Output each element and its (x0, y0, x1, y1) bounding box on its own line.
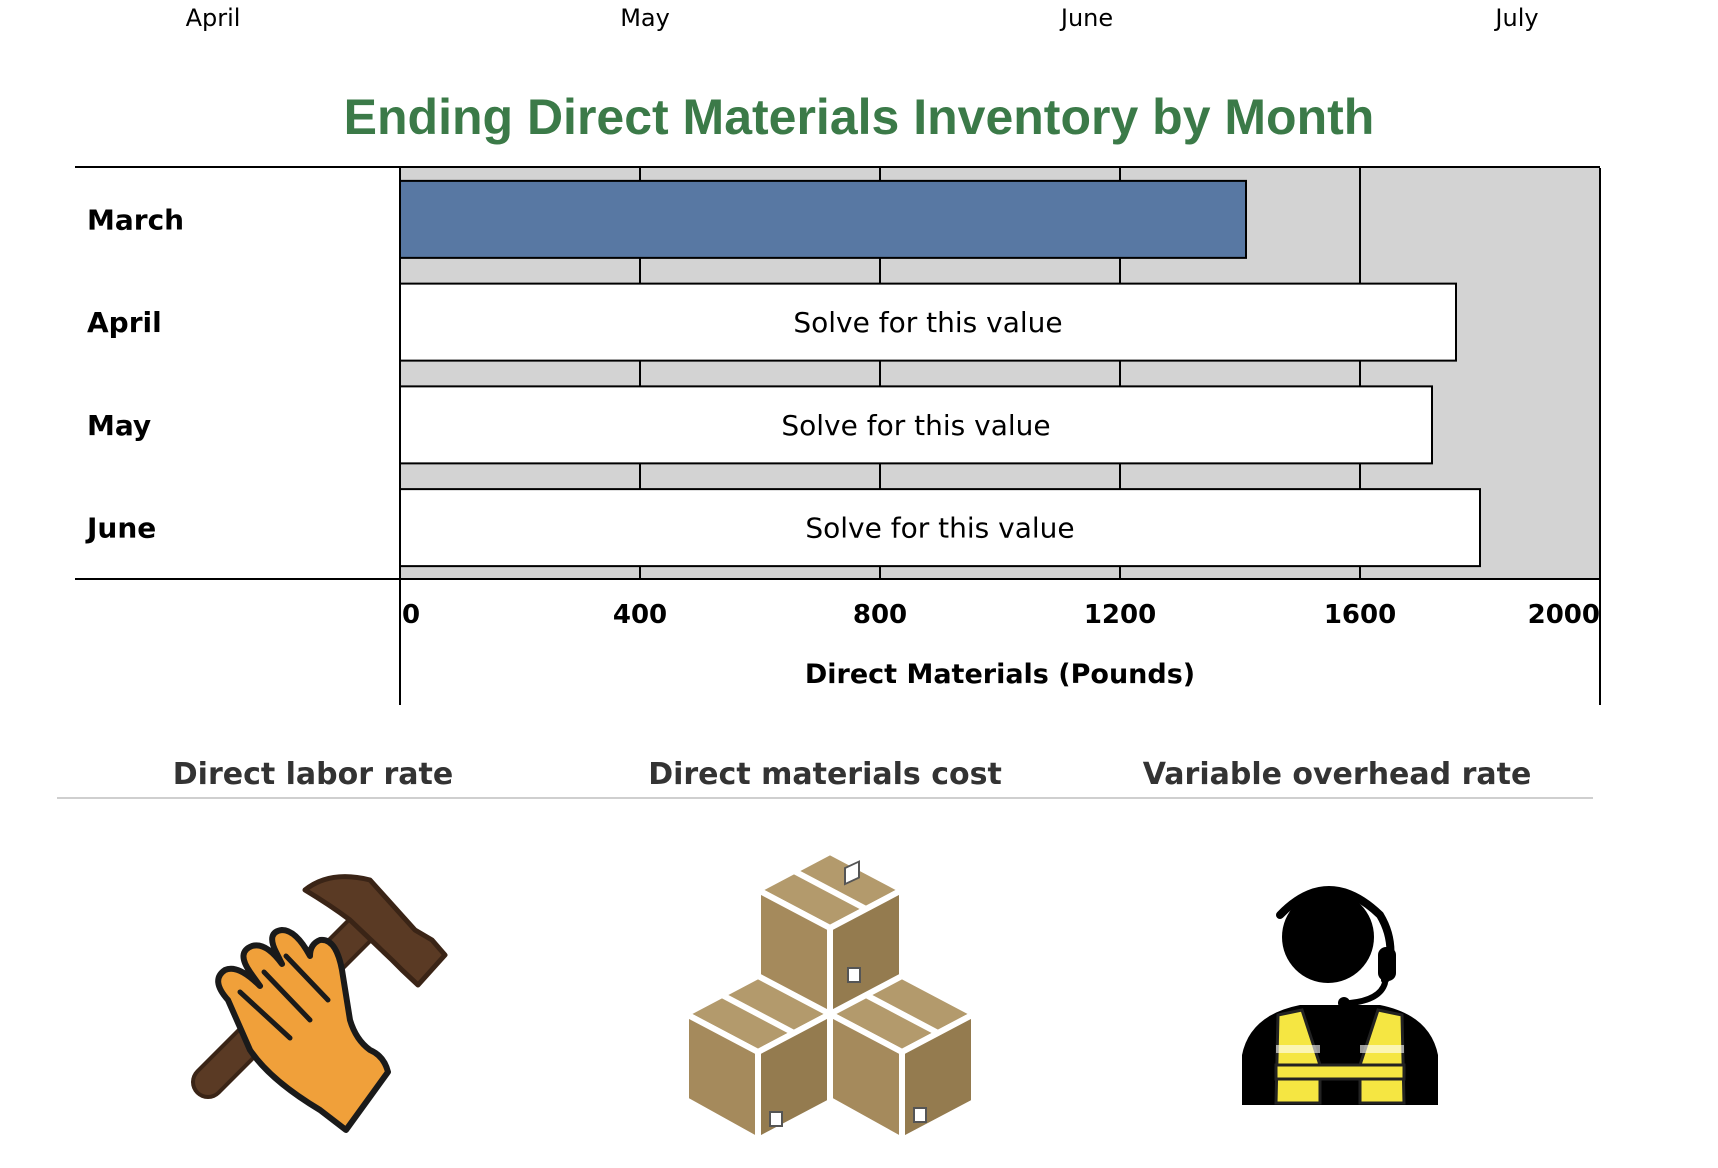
bar-march (399, 179, 1247, 259)
bar-label-april: Solve for this value (793, 306, 1062, 339)
hand-hammer-icon (191, 874, 448, 1133)
category-label-march: March (87, 203, 184, 236)
category-label-april: April (87, 306, 162, 339)
tick-label-0: 0 (402, 600, 420, 630)
top-month-label-june: June (1060, 4, 1114, 32)
cards-divider (57, 797, 1593, 799)
tick-label-800: 800 (853, 600, 907, 630)
top-month-label-april: April (185, 4, 241, 32)
chart-frame (75, 166, 1601, 705)
chart-title: Ending Direct Materials Inventory by Mon… (343, 89, 1375, 145)
worker-headset-icon (1242, 886, 1438, 1105)
card-title-variable-overhead-rate: Variable overhead rate (1142, 757, 1532, 792)
tick-label-1600: 1600 (1324, 600, 1396, 630)
x-axis-title: Direct Materials (Pounds) (805, 659, 1195, 690)
category-label-june: June (85, 512, 156, 545)
stacked-boxes-icon (683, 850, 977, 1140)
card-title-direct-labor-rate: Direct labor rate (172, 757, 454, 792)
tick-labels: 0 400 800 1200 1600 2000 (402, 600, 1600, 630)
tick-label-400: 400 (613, 600, 667, 630)
bar-april (399, 282, 1457, 362)
top-month-label-july: July (1495, 4, 1539, 32)
category-label-may: May (87, 409, 151, 442)
bar-june (399, 488, 1481, 568)
bar-label-june: Solve for this value (805, 512, 1074, 545)
bar-label-may: Solve for this value (781, 409, 1050, 442)
card-title-direct-materials-cost: Direct materials cost (648, 757, 1002, 792)
tick-label-1200: 1200 (1084, 600, 1156, 630)
top-month-label-may: May (620, 4, 670, 32)
tick-label-2000: 2000 (1528, 600, 1600, 630)
